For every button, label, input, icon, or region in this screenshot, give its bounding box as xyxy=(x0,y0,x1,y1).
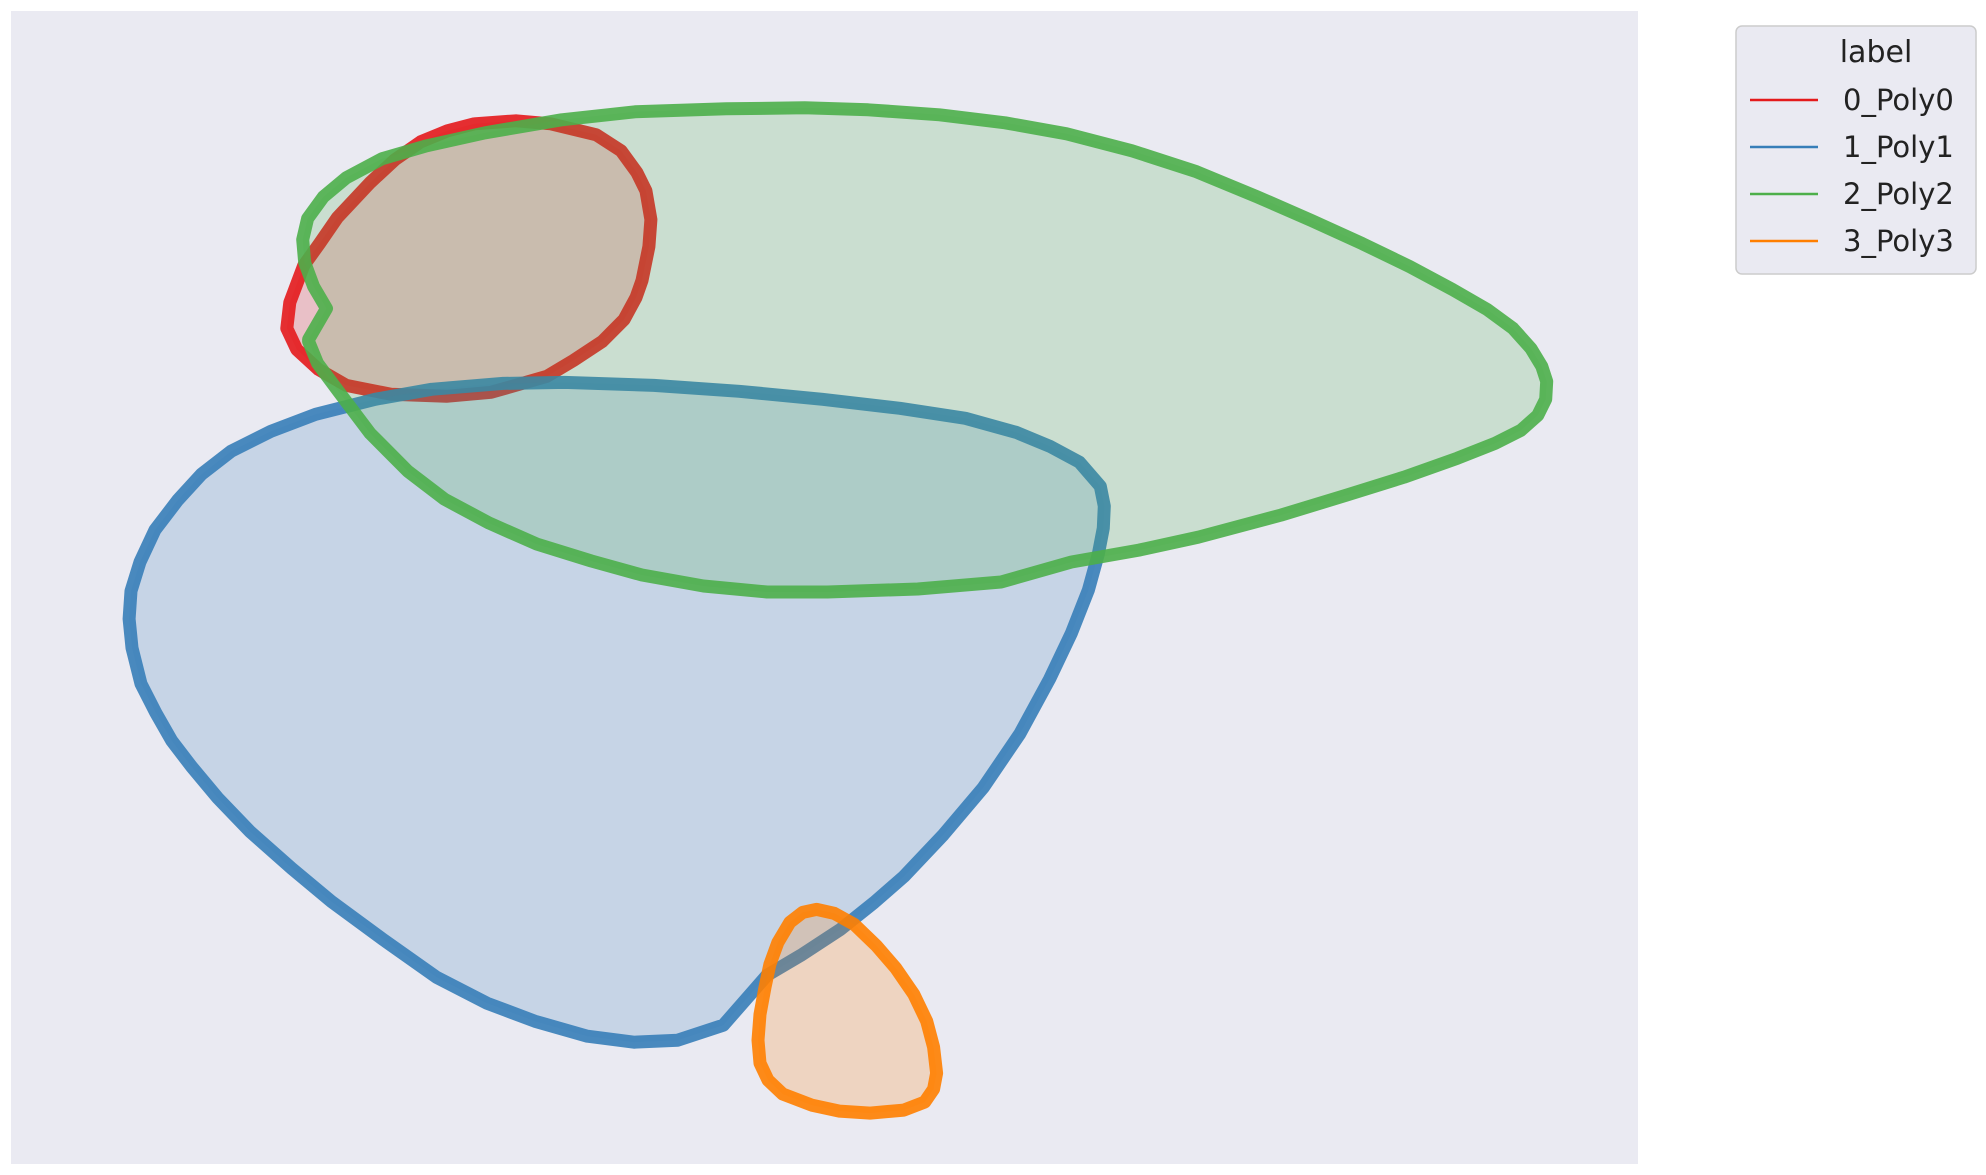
polygon-layer xyxy=(122,101,1554,1120)
polygon-2_Poly2 xyxy=(296,101,1554,599)
polygon-1_Poly1 xyxy=(122,375,1111,1049)
polygon-0_Poly0 xyxy=(280,114,658,403)
polygon-3_Poly3 xyxy=(751,902,944,1120)
legend-title: label xyxy=(1840,35,1913,70)
legend-label-1_Poly1: 1_Poly1 xyxy=(1843,130,1954,164)
legend-label-0_Poly0: 0_Poly0 xyxy=(1843,83,1954,117)
legend-frame xyxy=(1735,25,1977,275)
legend: label 0_Poly0 1_Poly1 2_Poly2 3_Poly3 xyxy=(1735,25,1977,275)
legend-entries: 0_Poly0 1_Poly1 2_Poly2 3_Poly3 xyxy=(1750,83,1954,258)
legend-label-2_Poly2: 2_Poly2 xyxy=(1843,177,1954,211)
legend-label-3_Poly3: 3_Poly3 xyxy=(1843,224,1954,258)
